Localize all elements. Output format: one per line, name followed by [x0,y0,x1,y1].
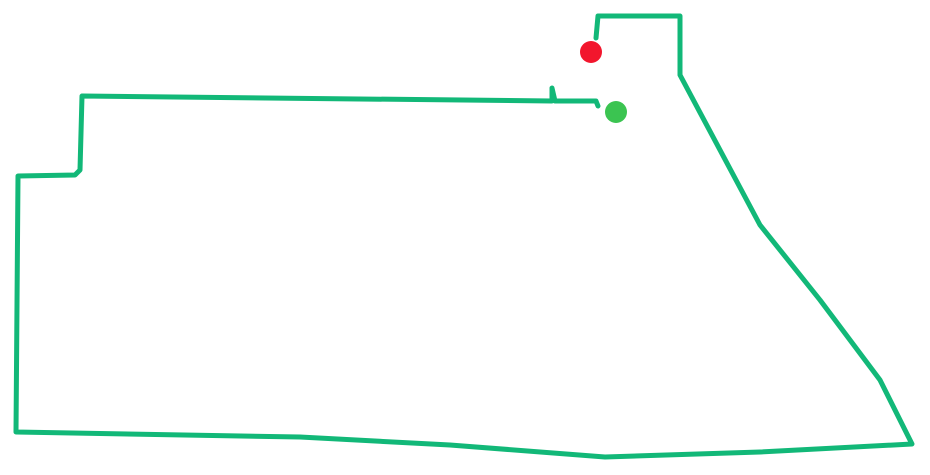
route-track [13,13,915,460]
start-marker[interactable] [605,101,627,123]
end-marker[interactable] [580,41,602,63]
